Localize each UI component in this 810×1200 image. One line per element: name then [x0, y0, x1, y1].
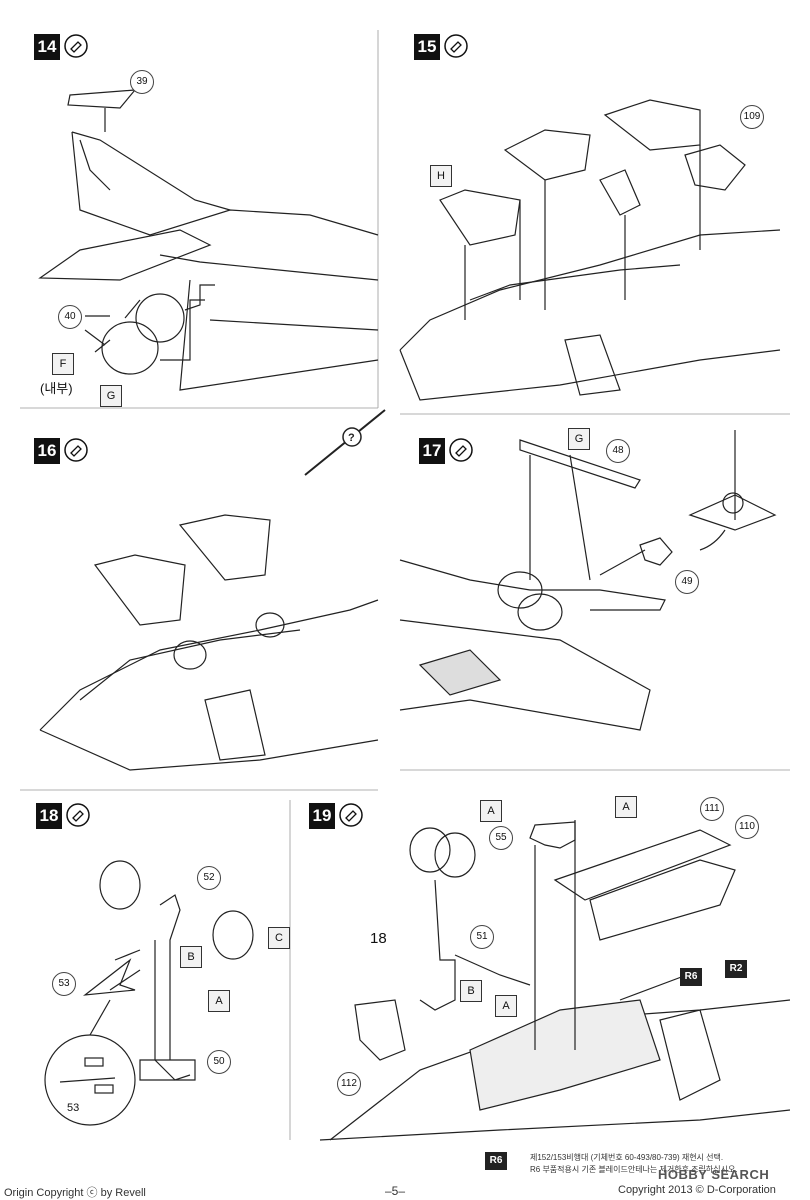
part-r2-badge: R2: [725, 960, 747, 978]
part-number-112: 112: [337, 1072, 361, 1096]
part-number-49: 49: [675, 570, 699, 594]
sprue-letter-g: G: [100, 385, 122, 407]
part-number-110: 110: [735, 815, 759, 839]
sprue-letter-a: A: [208, 990, 230, 1012]
step-17-badge: 17: [419, 438, 445, 464]
glue-icon: [66, 803, 90, 827]
sprue-letter-g: G: [568, 428, 590, 450]
part-number-111: 111: [700, 797, 724, 821]
step-18-reference: 18: [370, 930, 387, 947]
assembly-note: 제152/153비행대 (기체번호 60-493/80-739) 재현시 선택.…: [530, 1152, 810, 1176]
part-number-53: 53: [52, 972, 76, 996]
part-number-50: 50: [207, 1050, 231, 1074]
sprue-letter-a: A: [615, 796, 637, 818]
step-16-badge: 16: [34, 438, 60, 464]
part-r6-badge: R6: [680, 968, 702, 986]
sprue-letter-b: B: [180, 946, 202, 968]
sprue-letter-h: H: [430, 165, 452, 187]
sprue-letter-a: A: [480, 800, 502, 822]
glue-icon: [339, 803, 363, 827]
glue-icon: [64, 34, 88, 58]
part-number-109: 109: [740, 105, 764, 129]
part-number-52: 52: [197, 866, 221, 890]
svg-text:?: ?: [348, 432, 355, 444]
inner-label: (내부): [40, 381, 73, 396]
footer-copyright-origin: Origin Copyright ⓒ by Revell: [4, 1187, 146, 1199]
glue-icon: [449, 438, 473, 462]
sprue-letter-a: A: [495, 995, 517, 1017]
sprue-letter-f: F: [52, 353, 74, 375]
glue-icon: [444, 34, 468, 58]
step-15-badge: 15: [414, 34, 440, 60]
page-number: –5–: [385, 1184, 406, 1198]
step-18-badge: 18: [36, 803, 62, 829]
glue-icon: [64, 438, 88, 462]
sprue-letter-b: B: [460, 980, 482, 1002]
step-19-badge: 19: [309, 803, 335, 829]
note-line-1: 제152/153비행대 (기체번호 60-493/80-739) 재현시 선택.: [530, 1153, 724, 1162]
part-number-39: 39: [130, 70, 154, 94]
part-number-55: 55: [489, 826, 513, 850]
part-number-40: 40: [58, 305, 82, 329]
part-number-51: 51: [470, 925, 494, 949]
sprue-letter-c: C: [268, 927, 290, 949]
step-14-badge: 14: [34, 34, 60, 60]
detail-part-number-53: 53: [67, 1102, 80, 1114]
footer-copyright: Copyright 2013 © D-Corporation: [618, 1184, 776, 1196]
note-line-2: R6 부품적용시 기존 블레이드안테나는 제거한후 조립하십시오.: [530, 1165, 738, 1174]
part-number-48: 48: [606, 439, 630, 463]
hobby-search-watermark: HOBBY SEARCH: [658, 1167, 770, 1182]
note-r6-badge: R6: [485, 1152, 507, 1170]
